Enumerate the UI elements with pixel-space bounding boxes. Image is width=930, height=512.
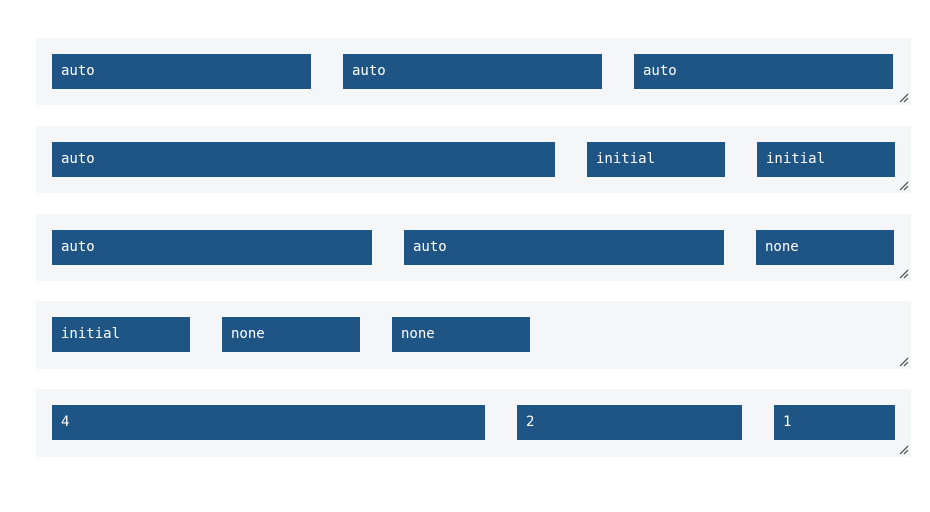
flex-item: auto (343, 54, 602, 89)
flex-item: auto (634, 54, 893, 89)
flex-item: auto (404, 230, 724, 265)
resize-handle-icon[interactable] (899, 357, 909, 367)
flex-container-5: 4 2 1 (36, 389, 911, 457)
flex-item: initial (757, 142, 895, 177)
resize-handle-icon[interactable] (899, 269, 909, 279)
flex-item: initial (587, 142, 725, 177)
flex-item: none (392, 317, 530, 352)
flex-item: auto (52, 230, 372, 265)
flex-item: initial (52, 317, 190, 352)
flex-item: auto (52, 142, 555, 177)
flex-item: none (222, 317, 360, 352)
flex-item: 1 (774, 405, 895, 440)
flex-item: 4 (52, 405, 485, 440)
flex-container-2: auto initial initial (36, 126, 911, 193)
resize-handle-icon[interactable] (899, 445, 909, 455)
flex-item: 2 (517, 405, 742, 440)
flex-container-4: initial none none (36, 301, 911, 369)
resize-handle-icon[interactable] (899, 181, 909, 191)
flex-container-1: auto auto auto (36, 38, 911, 105)
flex-container-3: auto auto none (36, 214, 911, 281)
resize-handle-icon[interactable] (899, 93, 909, 103)
flex-item: none (756, 230, 894, 265)
flex-item: auto (52, 54, 311, 89)
